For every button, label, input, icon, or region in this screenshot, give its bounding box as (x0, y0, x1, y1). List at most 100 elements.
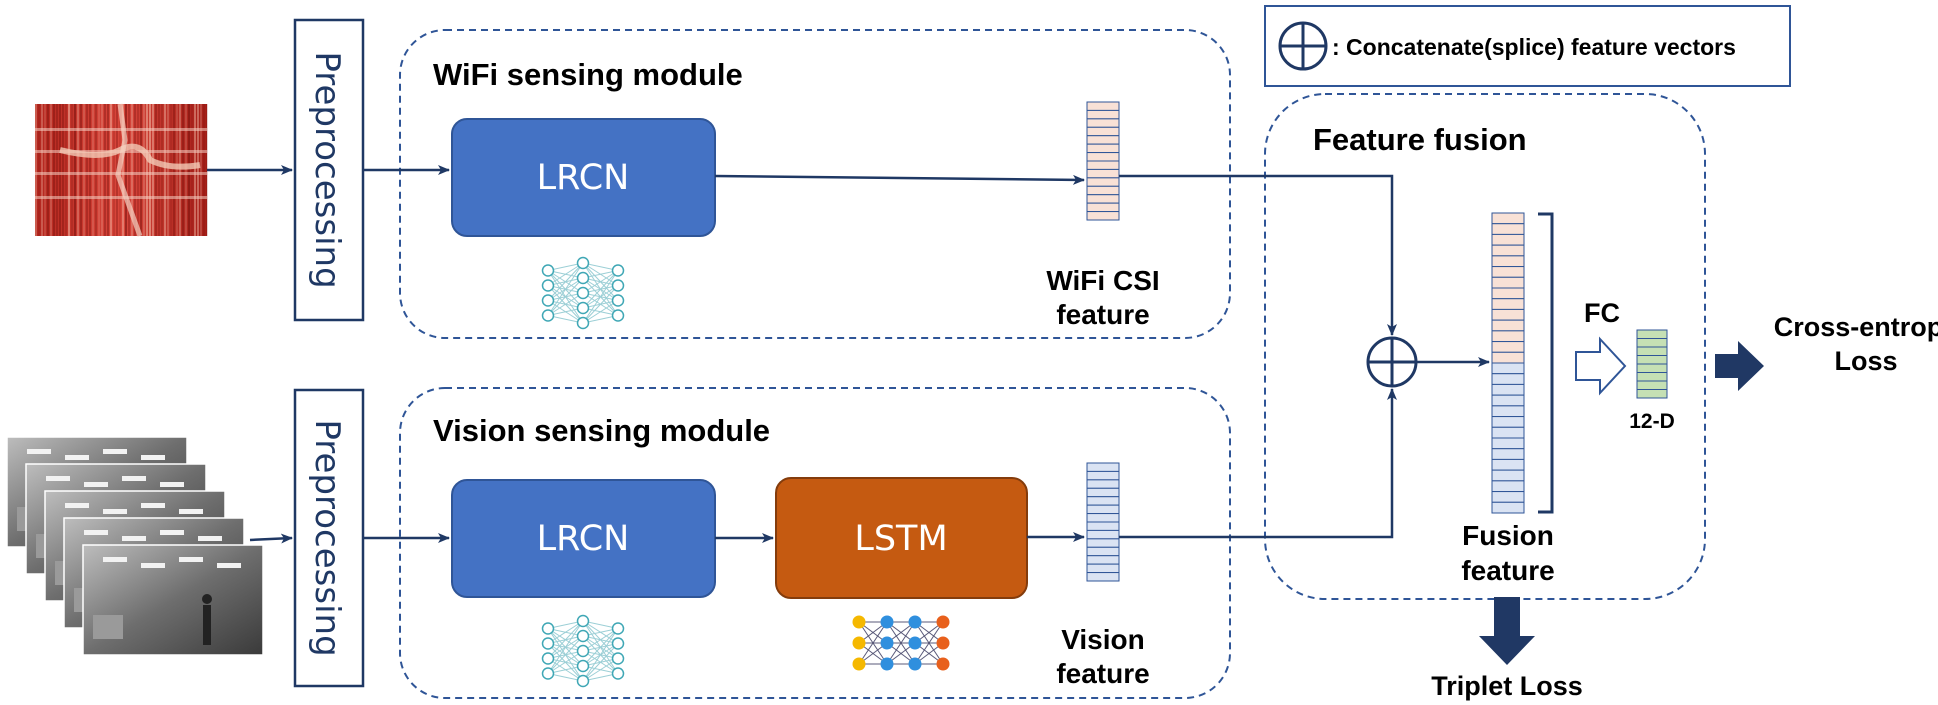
cross-entropy-label-1: Cross-entropy (1774, 312, 1938, 342)
feature-cell (1491, 244, 1525, 257)
feature-cell (1086, 496, 1120, 506)
wifi-lrcn-box: LRCN (451, 118, 716, 237)
triplet-loss-arrow-icon (1479, 597, 1535, 665)
feature-cell (1636, 355, 1668, 365)
preprocessing-box-wifi: Preprocessing (293, 18, 365, 322)
feature-cell (1491, 233, 1525, 246)
feature-cell (1086, 194, 1120, 204)
feature-cell (1491, 437, 1525, 450)
feature-cell (1086, 479, 1120, 489)
feature-cell (1491, 319, 1525, 332)
feature-cell (1491, 351, 1525, 364)
vision-sensing-module: Vision sensing module LRCN LSTM Vision f… (399, 387, 1231, 699)
feature-cell (1491, 255, 1525, 268)
feature-cell (1636, 338, 1668, 348)
feature-cell (1636, 346, 1668, 356)
vision-feature-label-1: Vision (1061, 624, 1145, 655)
legend-box: : Concatenate(splice) feature vectors (1264, 5, 1791, 87)
feature-cell (1491, 458, 1525, 471)
vision-module-title: Vision sensing module (433, 413, 770, 448)
connectors (207, 165, 1490, 544)
feature-cell (1491, 276, 1525, 289)
feature-cell (1491, 394, 1525, 407)
fc-arrow-icon (1575, 336, 1627, 396)
vision-feature-vector (1086, 462, 1120, 582)
feature-cell (1086, 470, 1120, 481)
feature-cell (1491, 448, 1525, 460)
feature-cell (1086, 462, 1120, 472)
cross-entropy-label-2: Loss (1834, 346, 1897, 376)
vision-lstm-box: LSTM (775, 477, 1028, 599)
feature-cell (1086, 160, 1120, 170)
wifi-csi-feature-vector (1086, 101, 1120, 221)
fusion-feature-vector (1491, 212, 1525, 514)
feature-cell (1086, 538, 1120, 548)
feature-cell (1491, 266, 1525, 278)
output-vector (1636, 329, 1668, 399)
feature-cell (1491, 469, 1525, 482)
feature-cell (1491, 426, 1525, 439)
feature-cell (1491, 373, 1525, 385)
feature-fusion-module: Feature fusion Fusion feature FC 12-D (1264, 93, 1706, 600)
wifi-feature-label-1: WiFi CSI (1046, 265, 1159, 296)
fusion-title: Feature fusion (1313, 122, 1527, 157)
feature-cell (1491, 480, 1525, 493)
preprocessing-box-vision: Preprocessing (293, 388, 365, 688)
feature-cell (1491, 416, 1525, 428)
feature-cell (1086, 168, 1120, 179)
feature-cell (1491, 308, 1525, 321)
vision-lrcn-box: LRCN (451, 479, 716, 598)
feature-cell (1086, 513, 1120, 523)
feature-cell (1636, 389, 1668, 399)
neural-network-icon (541, 614, 625, 688)
feature-cell (1086, 152, 1120, 162)
concat-operator-icon (1366, 336, 1418, 388)
feature-cell (1086, 143, 1120, 154)
video-frames-image (6, 436, 264, 656)
fc-label: FC (1584, 298, 1620, 328)
feature-cell (1636, 380, 1668, 390)
fusion-feature-label-2: feature (1461, 555, 1554, 586)
feature-cell (1086, 487, 1120, 498)
vision-lstm-label: LSTM (854, 519, 947, 559)
cross-entropy-arrow-icon (1715, 341, 1764, 391)
feature-cell (1086, 135, 1120, 145)
feature-cell (1086, 118, 1120, 128)
feature-cell (1636, 329, 1668, 339)
feature-cell (1491, 287, 1525, 300)
wifi-lrcn-label: LRCN (537, 158, 630, 198)
concat-symbol-icon (1278, 21, 1328, 71)
neural-network-icon (541, 256, 625, 330)
feature-cell (1086, 572, 1120, 582)
feature-cell (1491, 223, 1525, 235)
feature-cell (1491, 362, 1525, 375)
wifi-module-title: WiFi sensing module (433, 57, 743, 92)
feature-cell (1086, 202, 1120, 213)
feature-cell (1636, 372, 1668, 382)
feature-cell (1086, 126, 1120, 137)
feature-cell (1086, 109, 1120, 120)
feature-cell (1086, 185, 1120, 196)
feature-cell (1086, 101, 1120, 111)
feature-cell (1086, 529, 1120, 540)
feature-cell (1491, 298, 1525, 310)
feature-cell (1491, 330, 1525, 343)
feature-cell (1086, 504, 1120, 515)
feature-cell (1086, 521, 1120, 531)
fusion-bracket (1538, 212, 1554, 514)
output-dim-label: 12-D (1629, 410, 1675, 433)
feature-cell (1491, 212, 1525, 225)
feature-cell (1491, 383, 1525, 396)
wifi-feature-label-2: feature (1056, 299, 1149, 330)
legend-text: : Concatenate(splice) feature vectors (1332, 34, 1736, 60)
wifi-sensing-module: WiFi sensing module LRCN WiFi CSI featur… (399, 29, 1231, 339)
feature-cell (1086, 177, 1120, 187)
feature-cell (1491, 491, 1525, 503)
csi-heatmap-image (35, 103, 208, 237)
feature-cell (1636, 363, 1668, 373)
vision-feature-label-2: feature (1056, 658, 1149, 689)
triplet-loss-label: Triplet Loss (1431, 671, 1583, 701)
feature-cell (1086, 563, 1120, 574)
feature-cell (1086, 555, 1120, 565)
